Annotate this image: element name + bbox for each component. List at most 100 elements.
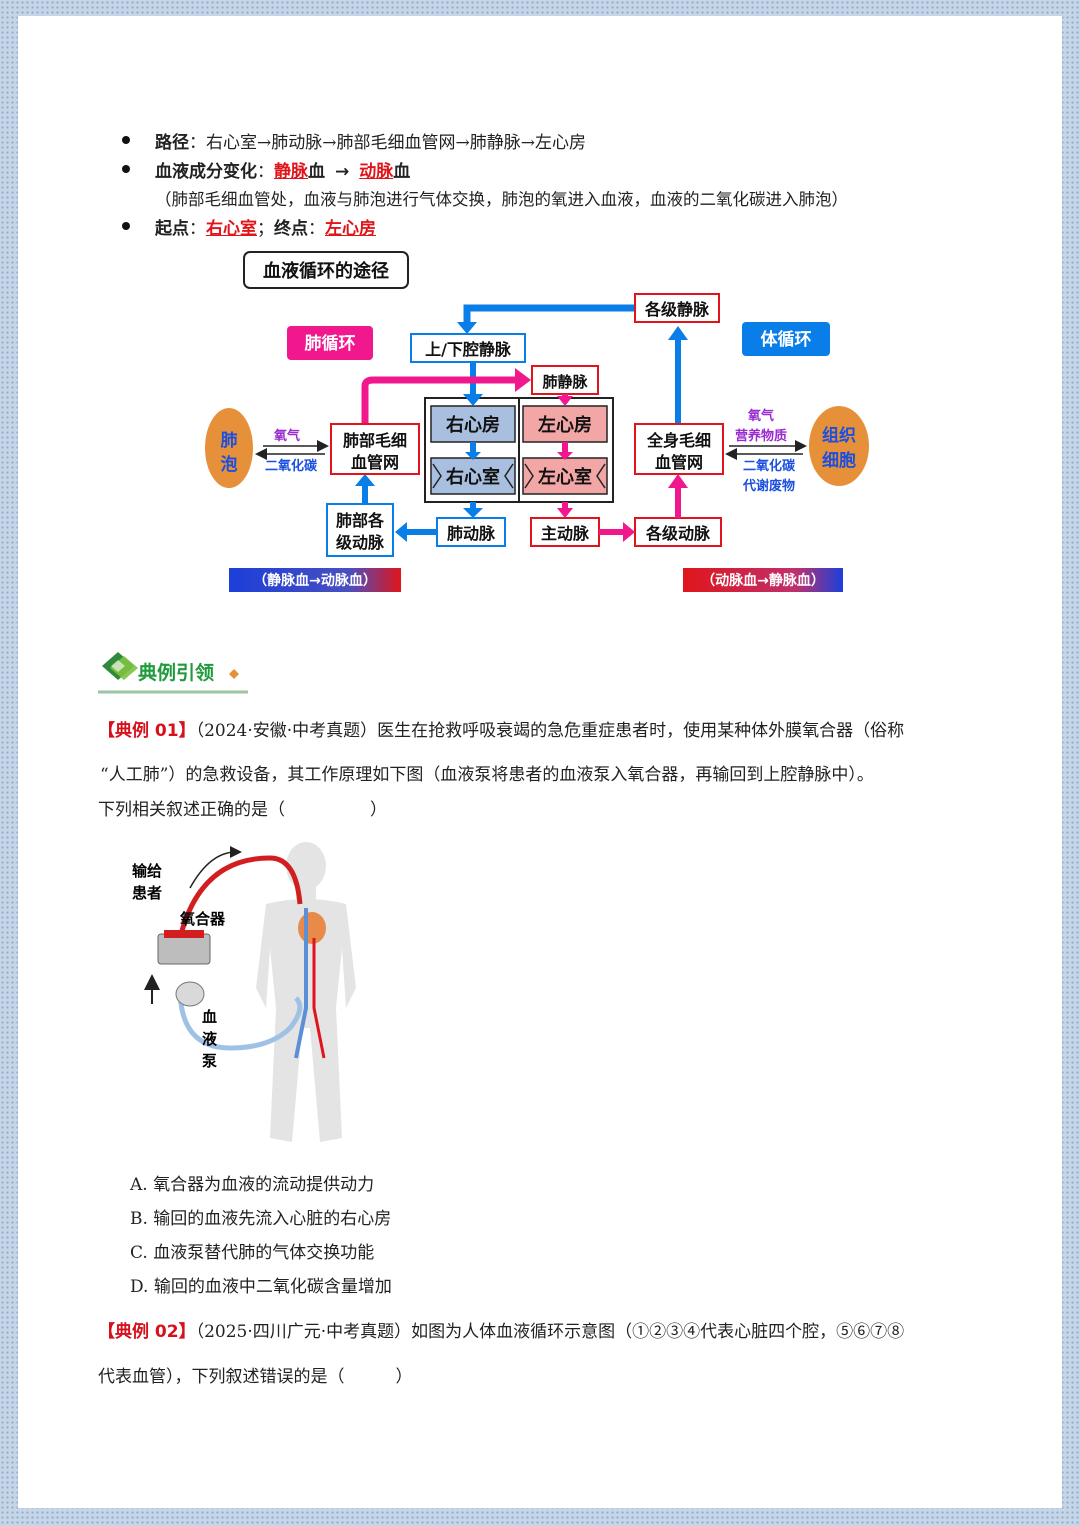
arrowhead xyxy=(557,508,573,518)
artery-graphic xyxy=(312,938,326,1059)
arrowhead xyxy=(515,368,531,392)
example1-source: （2024·安徽·中考真题） xyxy=(195,721,378,741)
start-label: 起点 xyxy=(155,219,189,239)
example1-line2: “人工肺”）的急救设备，其工作原理如下图（血液泵将患者的血液泵入氧合器，再输回到… xyxy=(100,765,874,785)
oxygen-left-label: 氧气 xyxy=(273,428,300,444)
veins-to-venacava-arrow xyxy=(463,304,635,328)
pulmonary-change-label: （静脉血→动脉血） xyxy=(253,572,377,589)
oxygenator-top xyxy=(164,930,204,938)
label-body-capillary-1: 全身毛细 xyxy=(646,431,711,450)
label-aorta: 主动脉 xyxy=(541,524,590,543)
blood-from-suffix: 血 xyxy=(308,162,325,182)
box-pulmonary-artery xyxy=(436,517,506,547)
pump-graphic xyxy=(175,981,205,1007)
example2-text1: 如图为人体血液循环示意图（①②③④代表心脏四个腔，⑤⑥⑦⑧ xyxy=(411,1322,905,1342)
valve-marks xyxy=(432,463,606,489)
oxygen-right-label: 氧气 xyxy=(747,408,774,424)
co2-right-label: 二氧化碳 xyxy=(743,458,796,474)
label-left-ventricle: 左心室 xyxy=(538,466,592,488)
bullet-dot xyxy=(122,165,130,173)
option-a[interactable]: A. 氧合器为血液的流动提供动力 xyxy=(130,1175,375,1195)
nutrients-right-label: 营养物质 xyxy=(735,428,787,444)
example2-line1: 【典例 02】（2025·四川广元·中考真题）如图为人体血液循环示意图（①②③④… xyxy=(98,1317,904,1342)
diagram-title-box xyxy=(243,251,409,289)
alveoli-label-2: 泡 xyxy=(221,454,238,475)
label-pulmonary-artery: 肺动脉 xyxy=(447,524,496,543)
end-label: 终点 xyxy=(274,219,308,239)
diamond-icon xyxy=(102,652,138,680)
path-line: 路径：右心室→肺动脉→肺部毛细血管网→肺静脉→左心房 xyxy=(155,133,586,153)
arrowhead xyxy=(557,396,573,406)
arrowhead xyxy=(465,452,481,460)
example1-text1: 医生在抢救呼吸衰竭的急危重症患者时，使用某种体外膜氧合器（俗称 xyxy=(377,721,905,741)
systemic-label: 体循环 xyxy=(761,329,812,350)
section-title: 典例引领 xyxy=(138,662,215,684)
small-diamond-icon xyxy=(229,669,239,679)
blood-arrow: → xyxy=(335,162,350,182)
label-lung-capillary-1: 肺部毛细 xyxy=(343,431,407,450)
systemic-change-label: （动脉血→静脉血） xyxy=(701,572,825,589)
bullet-dot xyxy=(122,136,130,144)
arrowhead xyxy=(557,452,573,460)
pulmonary-label-bg xyxy=(287,326,373,360)
example1-line1: 【典例 01】（2024·安徽·中考真题）医生在抢救呼吸衰竭的急危重症患者时，使… xyxy=(98,716,904,741)
tissue-label-2: 细胞 xyxy=(822,450,856,471)
label-veins-all: 各级静脉 xyxy=(644,300,710,319)
flow-arrow xyxy=(189,846,242,889)
start-end-line: 起点：右心室；终点：左心房 xyxy=(155,219,376,239)
systemic-change-banner xyxy=(683,568,843,592)
box-vena-cava xyxy=(410,333,526,363)
example2-tag: 【典例 02】 xyxy=(98,1322,196,1342)
bullet-dot xyxy=(122,222,130,230)
tissue-cells-oval xyxy=(809,406,869,486)
label-lung-capillary-2: 血管网 xyxy=(351,453,399,472)
example1-tag: 【典例 01】 xyxy=(98,721,196,741)
example2-source: （2025·四川广元·中考真题） xyxy=(195,1322,412,1342)
exchange-note: （肺部毛细血管处，血液与肺泡进行气体交换，肺泡的氧进入血液，血液的二氧化碳进入肺… xyxy=(155,190,848,209)
arrowhead xyxy=(463,508,483,518)
end-value: 左心房 xyxy=(325,219,376,239)
label-right-atrium: 右心房 xyxy=(446,414,500,436)
waste-right-label: 代谢废物 xyxy=(742,478,795,494)
label-oxygenator: 氧合器 xyxy=(180,910,226,928)
example1-line3: 下列相关叙述正确的是（ ） xyxy=(98,800,387,820)
label-lung-arteries-1: 肺部各 xyxy=(336,511,385,530)
box-veins-all xyxy=(634,293,720,323)
tissue-label-1: 组织 xyxy=(822,425,856,446)
systemic-label-bg xyxy=(742,322,830,356)
label-body-capillary-2: 血管网 xyxy=(655,453,703,472)
box-lung-capillary xyxy=(330,423,420,475)
arrowhead xyxy=(395,522,407,542)
label-pump: 血液泵 xyxy=(202,1008,218,1070)
path-label: 路径 xyxy=(155,133,189,153)
arrowhead xyxy=(668,474,688,488)
arrowhead xyxy=(668,326,688,340)
label-left-atrium: 左心房 xyxy=(538,414,592,436)
lungcap-to-pvein-arrow xyxy=(361,376,517,424)
arrowhead xyxy=(463,394,483,406)
co2-left-label: 二氧化碳 xyxy=(265,458,318,474)
arrowhead xyxy=(457,322,477,334)
label-lung-arteries-2: 级动脉 xyxy=(336,533,385,552)
path-value: 右心室→肺动脉→肺部毛细血管网→肺静脉→左心房 xyxy=(206,133,586,153)
heart-graphic xyxy=(298,912,326,944)
option-c[interactable]: C. 血液泵替代肺的气体交换功能 xyxy=(130,1243,375,1263)
label-vena-cava: 上/下腔静脉 xyxy=(425,340,512,359)
alveoli-label-1: 肺 xyxy=(221,431,238,451)
box-arteries-all xyxy=(634,517,722,547)
box-body-capillary xyxy=(634,423,724,475)
blood-from: 静脉 xyxy=(274,162,308,182)
draw-tube xyxy=(177,987,303,1051)
option-d[interactable]: D. 输回的血液中二氧化碳含量增加 xyxy=(130,1277,392,1297)
box-aorta xyxy=(530,517,600,547)
box-lung-arteries xyxy=(326,503,394,557)
alveoli-oval xyxy=(205,408,253,488)
blood-label: 血液成分变化 xyxy=(155,162,257,182)
label-right-ventricle: 右心室 xyxy=(446,466,500,488)
arrowhead xyxy=(355,474,375,486)
option-b[interactable]: B. 输回的血液先流入心脏的右心房 xyxy=(130,1209,392,1229)
ecmo-figure: 输给患者 氧合器 血液泵 xyxy=(120,838,400,1158)
label-output: 输给患者 xyxy=(132,862,163,902)
pulmonary-label: 肺循环 xyxy=(305,333,356,354)
label-arteries-all: 各级动脉 xyxy=(645,524,711,543)
